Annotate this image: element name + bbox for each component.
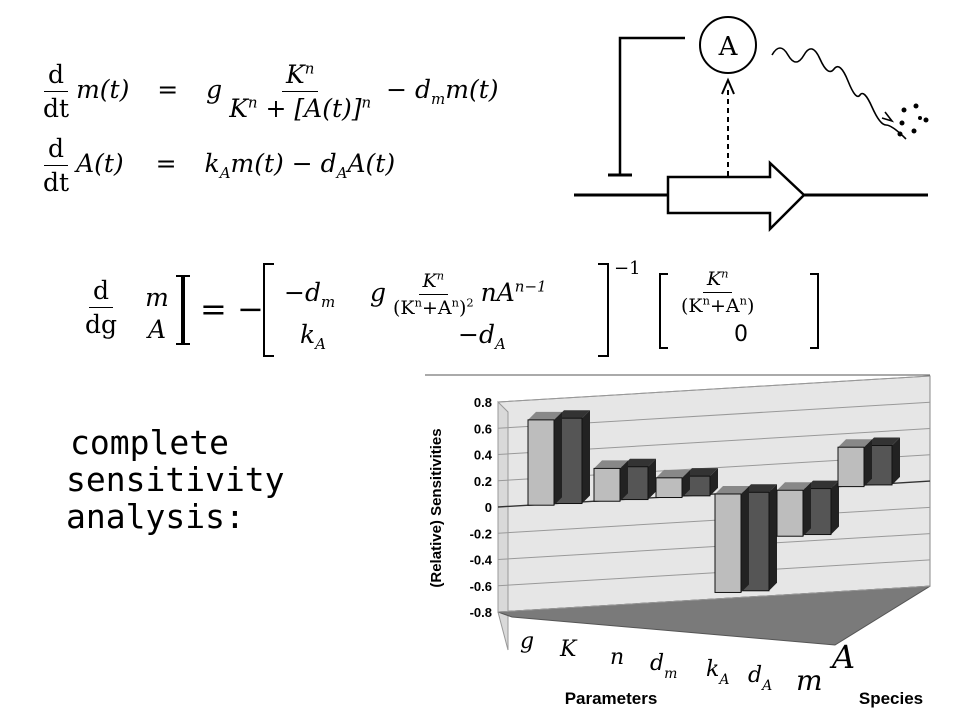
degradation-fragments: [897, 103, 929, 137]
chart-series-label: A: [829, 638, 855, 676]
protein-node: [699, 16, 757, 74]
chart-x-tick-label: dA: [748, 663, 772, 694]
bar-top: [594, 460, 628, 469]
chart-gridline: [497, 585, 931, 613]
chart-y-tick-label: 0.8: [474, 395, 492, 410]
bar-m: [593, 460, 628, 502]
chart-gridline: [497, 375, 931, 403]
chart-y-tick-label: -0.4: [470, 553, 493, 568]
chart-x-tick-label: kA: [706, 657, 729, 688]
bar-front: [593, 467, 621, 502]
bar-front: [655, 477, 683, 499]
production-arrowhead: [721, 77, 735, 95]
bar-side: [710, 468, 718, 496]
bar-side: [741, 485, 749, 593]
bar-side: [831, 480, 839, 535]
bar-m: [837, 439, 872, 488]
bar-top: [838, 439, 872, 448]
chart-gridline: [497, 559, 931, 587]
bar-m: [527, 411, 562, 506]
bar-front: [776, 489, 804, 537]
bar-top: [743, 484, 777, 493]
bar-top: [866, 437, 900, 446]
bar-top: [528, 411, 562, 420]
bar-front: [527, 419, 555, 506]
bar-side: [620, 460, 628, 502]
bar-side: [892, 437, 900, 485]
chart-y-tick-label: -0.8: [470, 605, 492, 620]
chart-series-label: m: [796, 664, 823, 697]
bar-front: [837, 446, 865, 488]
caption-line-1: complete: [70, 423, 229, 462]
bar-side: [803, 482, 811, 537]
protein-node-label: A: [718, 32, 739, 62]
bar-side: [682, 469, 690, 498]
bar-A: [555, 410, 590, 505]
matrix-brackets: [176, 263, 819, 357]
bar-side: [648, 458, 656, 500]
bar-m: [655, 469, 690, 499]
degradation-arrowhead: [881, 111, 895, 123]
chart-x-tick-label: n: [610, 645, 624, 670]
degradation-squiggle: [771, 47, 907, 140]
gene-circuit-diagram: A: [574, 16, 929, 233]
bar-side: [769, 484, 777, 591]
chart-y-tick-label: -0.2: [470, 526, 492, 541]
bar-A: [683, 468, 718, 497]
bar-top: [777, 482, 811, 491]
bar-top: [622, 458, 656, 467]
gene-arrow: [666, 160, 806, 233]
chart-y-tick-label: 0.2: [474, 474, 492, 489]
chart-y-tick-label: 0.6: [474, 421, 492, 436]
chart-gridline: [497, 533, 931, 560]
chart-y-tick-label: 0: [485, 500, 492, 515]
caption-line-3: analysis:: [66, 497, 245, 536]
bar-top: [715, 485, 749, 494]
bar-side: [582, 410, 590, 504]
bar-front: [714, 493, 742, 593]
chart-y-tick-label: -0.6: [470, 579, 492, 594]
chart-y-label: (Relative) Sensitivities: [428, 428, 445, 587]
bar-m: [714, 485, 749, 593]
chart-x-label: Parameters: [565, 689, 658, 708]
bar-top: [684, 468, 718, 477]
bar-side: [554, 411, 562, 506]
chart-x-tick-label: dm: [650, 651, 677, 682]
caption-line-2: sensitivity: [66, 460, 285, 499]
chart-side-wall: [497, 400, 509, 651]
bar-top: [556, 410, 590, 419]
chart-z-label: Species: [859, 689, 923, 708]
chart-x-tick-label: K: [559, 637, 578, 662]
chart-gridline: [497, 506, 931, 534]
chart-x-tick-label: g: [520, 629, 534, 654]
bar-side: [864, 439, 872, 487]
chart-y-tick-label: 0.4: [474, 448, 493, 463]
bar-top: [805, 480, 839, 489]
repression-line: [618, 36, 685, 175]
bar-top: [656, 469, 690, 478]
bar-m: [776, 482, 811, 537]
caption: complete sensitivity analysis:: [66, 424, 285, 535]
